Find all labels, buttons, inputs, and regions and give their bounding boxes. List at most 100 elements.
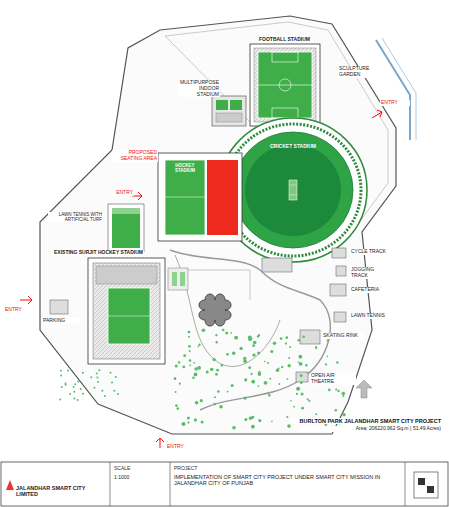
tree xyxy=(231,384,234,387)
tree xyxy=(290,400,292,402)
tree xyxy=(288,357,290,359)
entry-label: ENTRY xyxy=(166,444,198,450)
tree xyxy=(328,389,331,392)
tree xyxy=(110,372,112,374)
tree xyxy=(315,347,317,349)
tree xyxy=(258,373,261,376)
tree xyxy=(232,426,236,430)
tree xyxy=(215,373,218,376)
tree xyxy=(214,396,216,398)
tree xyxy=(96,376,98,378)
tree xyxy=(61,386,63,388)
tree xyxy=(60,370,62,372)
tree xyxy=(252,344,255,347)
project-name: IMPLEMENTATION OF SMART CITY PROJECT UND… xyxy=(171,472,404,487)
tree xyxy=(308,400,310,402)
tree xyxy=(307,398,309,400)
sports-field: EXISTING SURJIT HOCKEY STADIUM xyxy=(93,263,160,359)
tree xyxy=(248,336,252,340)
tree xyxy=(280,337,283,340)
tree xyxy=(179,383,181,385)
tree xyxy=(251,425,255,429)
tree xyxy=(232,352,235,355)
tree xyxy=(249,417,252,420)
tree xyxy=(252,353,255,356)
tree xyxy=(268,394,271,397)
tree xyxy=(73,398,75,400)
area-label: JOGGING TRACK xyxy=(350,267,392,279)
tree xyxy=(257,335,259,337)
tree xyxy=(315,413,317,415)
tree xyxy=(296,387,300,391)
tree xyxy=(264,361,266,363)
tree xyxy=(187,416,190,419)
tree xyxy=(327,356,329,358)
plan-title: BURLTON PARK JALANDHAR SMART CITY PROJEC… xyxy=(290,418,442,424)
tree xyxy=(69,393,71,395)
tree xyxy=(342,395,344,397)
tree xyxy=(215,334,217,336)
tree xyxy=(230,332,232,334)
tree xyxy=(59,398,61,400)
sports-field: FOOTBALL STADIUM xyxy=(258,52,312,118)
tree xyxy=(195,401,199,405)
entry-label: ENTRY xyxy=(380,100,410,106)
tree xyxy=(197,366,201,370)
stadium-name: EXISTING SURJIT HOCKEY STADIUM xyxy=(53,250,144,256)
tree xyxy=(251,373,253,375)
sports-field: LAWN TENNIS WITH ARTIFICIAL TURF xyxy=(112,208,140,248)
tree xyxy=(258,371,260,373)
area-label: SCULPTURE GARDEN xyxy=(338,66,390,78)
title-block-cell: SCALE1:1000 xyxy=(111,463,169,505)
tree xyxy=(201,421,204,424)
tree xyxy=(98,369,100,371)
sports-field: CRICKET STADIUM xyxy=(245,144,341,164)
tree xyxy=(253,341,257,345)
tree xyxy=(298,355,302,359)
tree xyxy=(273,342,276,345)
tree xyxy=(212,368,214,370)
tree xyxy=(65,384,67,386)
area-note: Area: 206220.962 Sq.m ( 51.49 Acres) xyxy=(300,426,442,432)
tree xyxy=(336,361,339,364)
tree xyxy=(182,422,186,426)
tree xyxy=(189,359,192,362)
tree xyxy=(60,375,62,377)
tree xyxy=(342,392,346,396)
tree xyxy=(77,381,79,383)
tree xyxy=(299,362,303,366)
tree xyxy=(197,346,199,348)
area-label: CAFETERIA xyxy=(350,287,392,293)
tree xyxy=(227,391,229,393)
tree xyxy=(270,350,273,353)
tree xyxy=(267,362,269,364)
scale-value: 1:1000 xyxy=(111,472,169,481)
tree xyxy=(225,332,228,335)
tree xyxy=(97,381,99,383)
entry-label: ENTRY xyxy=(112,190,134,196)
stadium-name: FOOTBALL STADIUM xyxy=(258,37,311,43)
tree xyxy=(80,388,82,390)
tree xyxy=(200,399,203,402)
tree xyxy=(279,383,281,385)
tree xyxy=(278,368,280,370)
tree xyxy=(187,422,189,424)
tree xyxy=(337,390,339,392)
tree xyxy=(174,377,177,380)
area-label: CYCLE TRACK xyxy=(350,249,392,255)
tree xyxy=(188,331,191,334)
red-note: PROPOSED SEATING AREA xyxy=(112,150,158,162)
area-label: OPEN AIR THEATRE xyxy=(310,373,356,385)
tree xyxy=(248,366,251,369)
area-label: SKATING RINK xyxy=(322,333,364,339)
tree xyxy=(73,386,75,388)
tree xyxy=(293,406,295,408)
tree xyxy=(252,416,254,418)
tree xyxy=(226,353,229,356)
tree xyxy=(276,369,279,372)
stadium-name: CRICKET STADIUM xyxy=(245,144,341,150)
tree xyxy=(286,416,288,418)
tree xyxy=(202,329,206,333)
tree xyxy=(244,397,247,400)
tree xyxy=(234,336,238,340)
